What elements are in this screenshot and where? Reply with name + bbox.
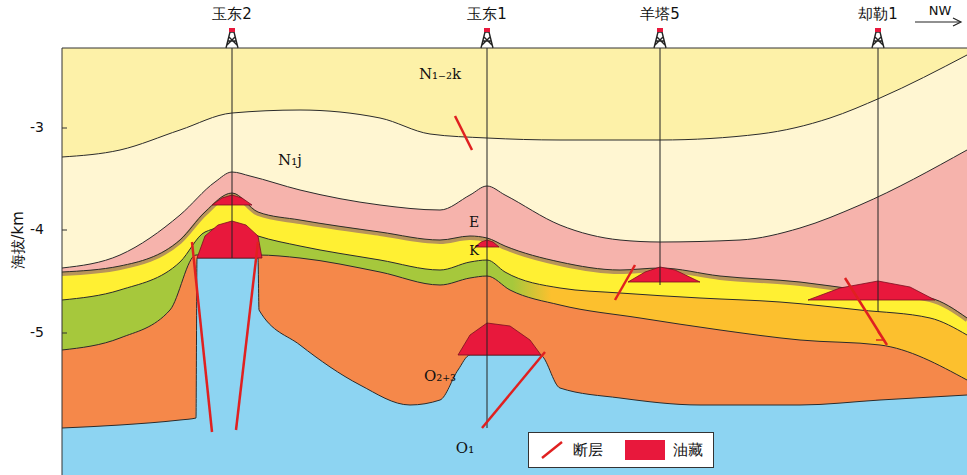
oil-reservoir: [458, 323, 541, 355]
well-trace: [660, 48, 661, 285]
oil-reservoir: [808, 281, 935, 300]
well-name: 玉东2: [212, 6, 252, 23]
formation-label: O₁: [456, 440, 474, 457]
layer-boundary: [62, 226, 967, 335]
fault-line: [615, 265, 635, 300]
oil-reservoir: [197, 221, 262, 258]
direction-label: NW: [929, 4, 952, 18]
derrick-icon: [226, 32, 238, 48]
derrick-icon: [872, 32, 884, 48]
k-layer: [62, 193, 967, 475]
axis-title: 海拔/km: [10, 211, 27, 269]
fault-slip-arrow: [876, 332, 884, 340]
formation-label: O₂₊₃: [424, 368, 456, 385]
y-axis: [62, 48, 63, 475]
frame-top: [62, 48, 967, 49]
fault-line: [192, 242, 212, 432]
legend-item: 油藏: [625, 440, 703, 460]
legend-item: 断层: [539, 439, 603, 461]
well-name: 羊塔5: [640, 6, 680, 23]
fault-line: [845, 278, 887, 345]
direction-arrow: [915, 21, 960, 22]
axis-tick: [62, 128, 67, 129]
oil-reservoir: [628, 267, 700, 282]
lower-k-layer: [62, 226, 967, 475]
axis-tick: [62, 333, 67, 334]
fault-line: [482, 352, 545, 428]
layer-boundary: [62, 258, 967, 428]
derrick-icon: [654, 32, 666, 48]
derrick-top: [875, 28, 881, 32]
direction-arrowhead: [953, 18, 961, 26]
fault-line: [236, 242, 258, 430]
formation-label: N₁j: [278, 152, 302, 169]
well-name: 玉东1: [467, 6, 507, 23]
derrick-icon: [481, 32, 493, 48]
e-layer: [62, 150, 967, 475]
legend-swatch: [625, 440, 665, 460]
well-name: 却勒1: [858, 6, 898, 23]
fault-line: [455, 116, 472, 150]
legend-line: [542, 442, 562, 458]
n1j-layer: [62, 55, 967, 475]
well-trace: [878, 48, 879, 312]
n12k-layer: [62, 48, 967, 475]
layer-boundary: [62, 150, 967, 268]
well-trace: [232, 48, 233, 258]
formation-label: E: [469, 215, 479, 230]
derrick-top: [229, 28, 235, 32]
legend-text: 断层: [573, 441, 603, 460]
legend-box: 断层 油藏: [528, 432, 714, 468]
legend-fault-sample: [539, 439, 565, 461]
formation-label: N₁₋₂k: [419, 66, 461, 83]
axis-tick: [62, 230, 67, 231]
derrick-top: [657, 28, 663, 32]
layer-boundary: [62, 255, 967, 380]
tick-label: -4: [30, 222, 44, 237]
formation-label: K: [469, 244, 479, 258]
layer-boundary: [62, 55, 967, 157]
legend-text: 油藏: [673, 441, 703, 460]
tick-label: -3: [30, 120, 44, 135]
tick-label: -5: [30, 325, 44, 340]
well-trace: [487, 48, 488, 428]
derrick-top: [484, 28, 490, 32]
